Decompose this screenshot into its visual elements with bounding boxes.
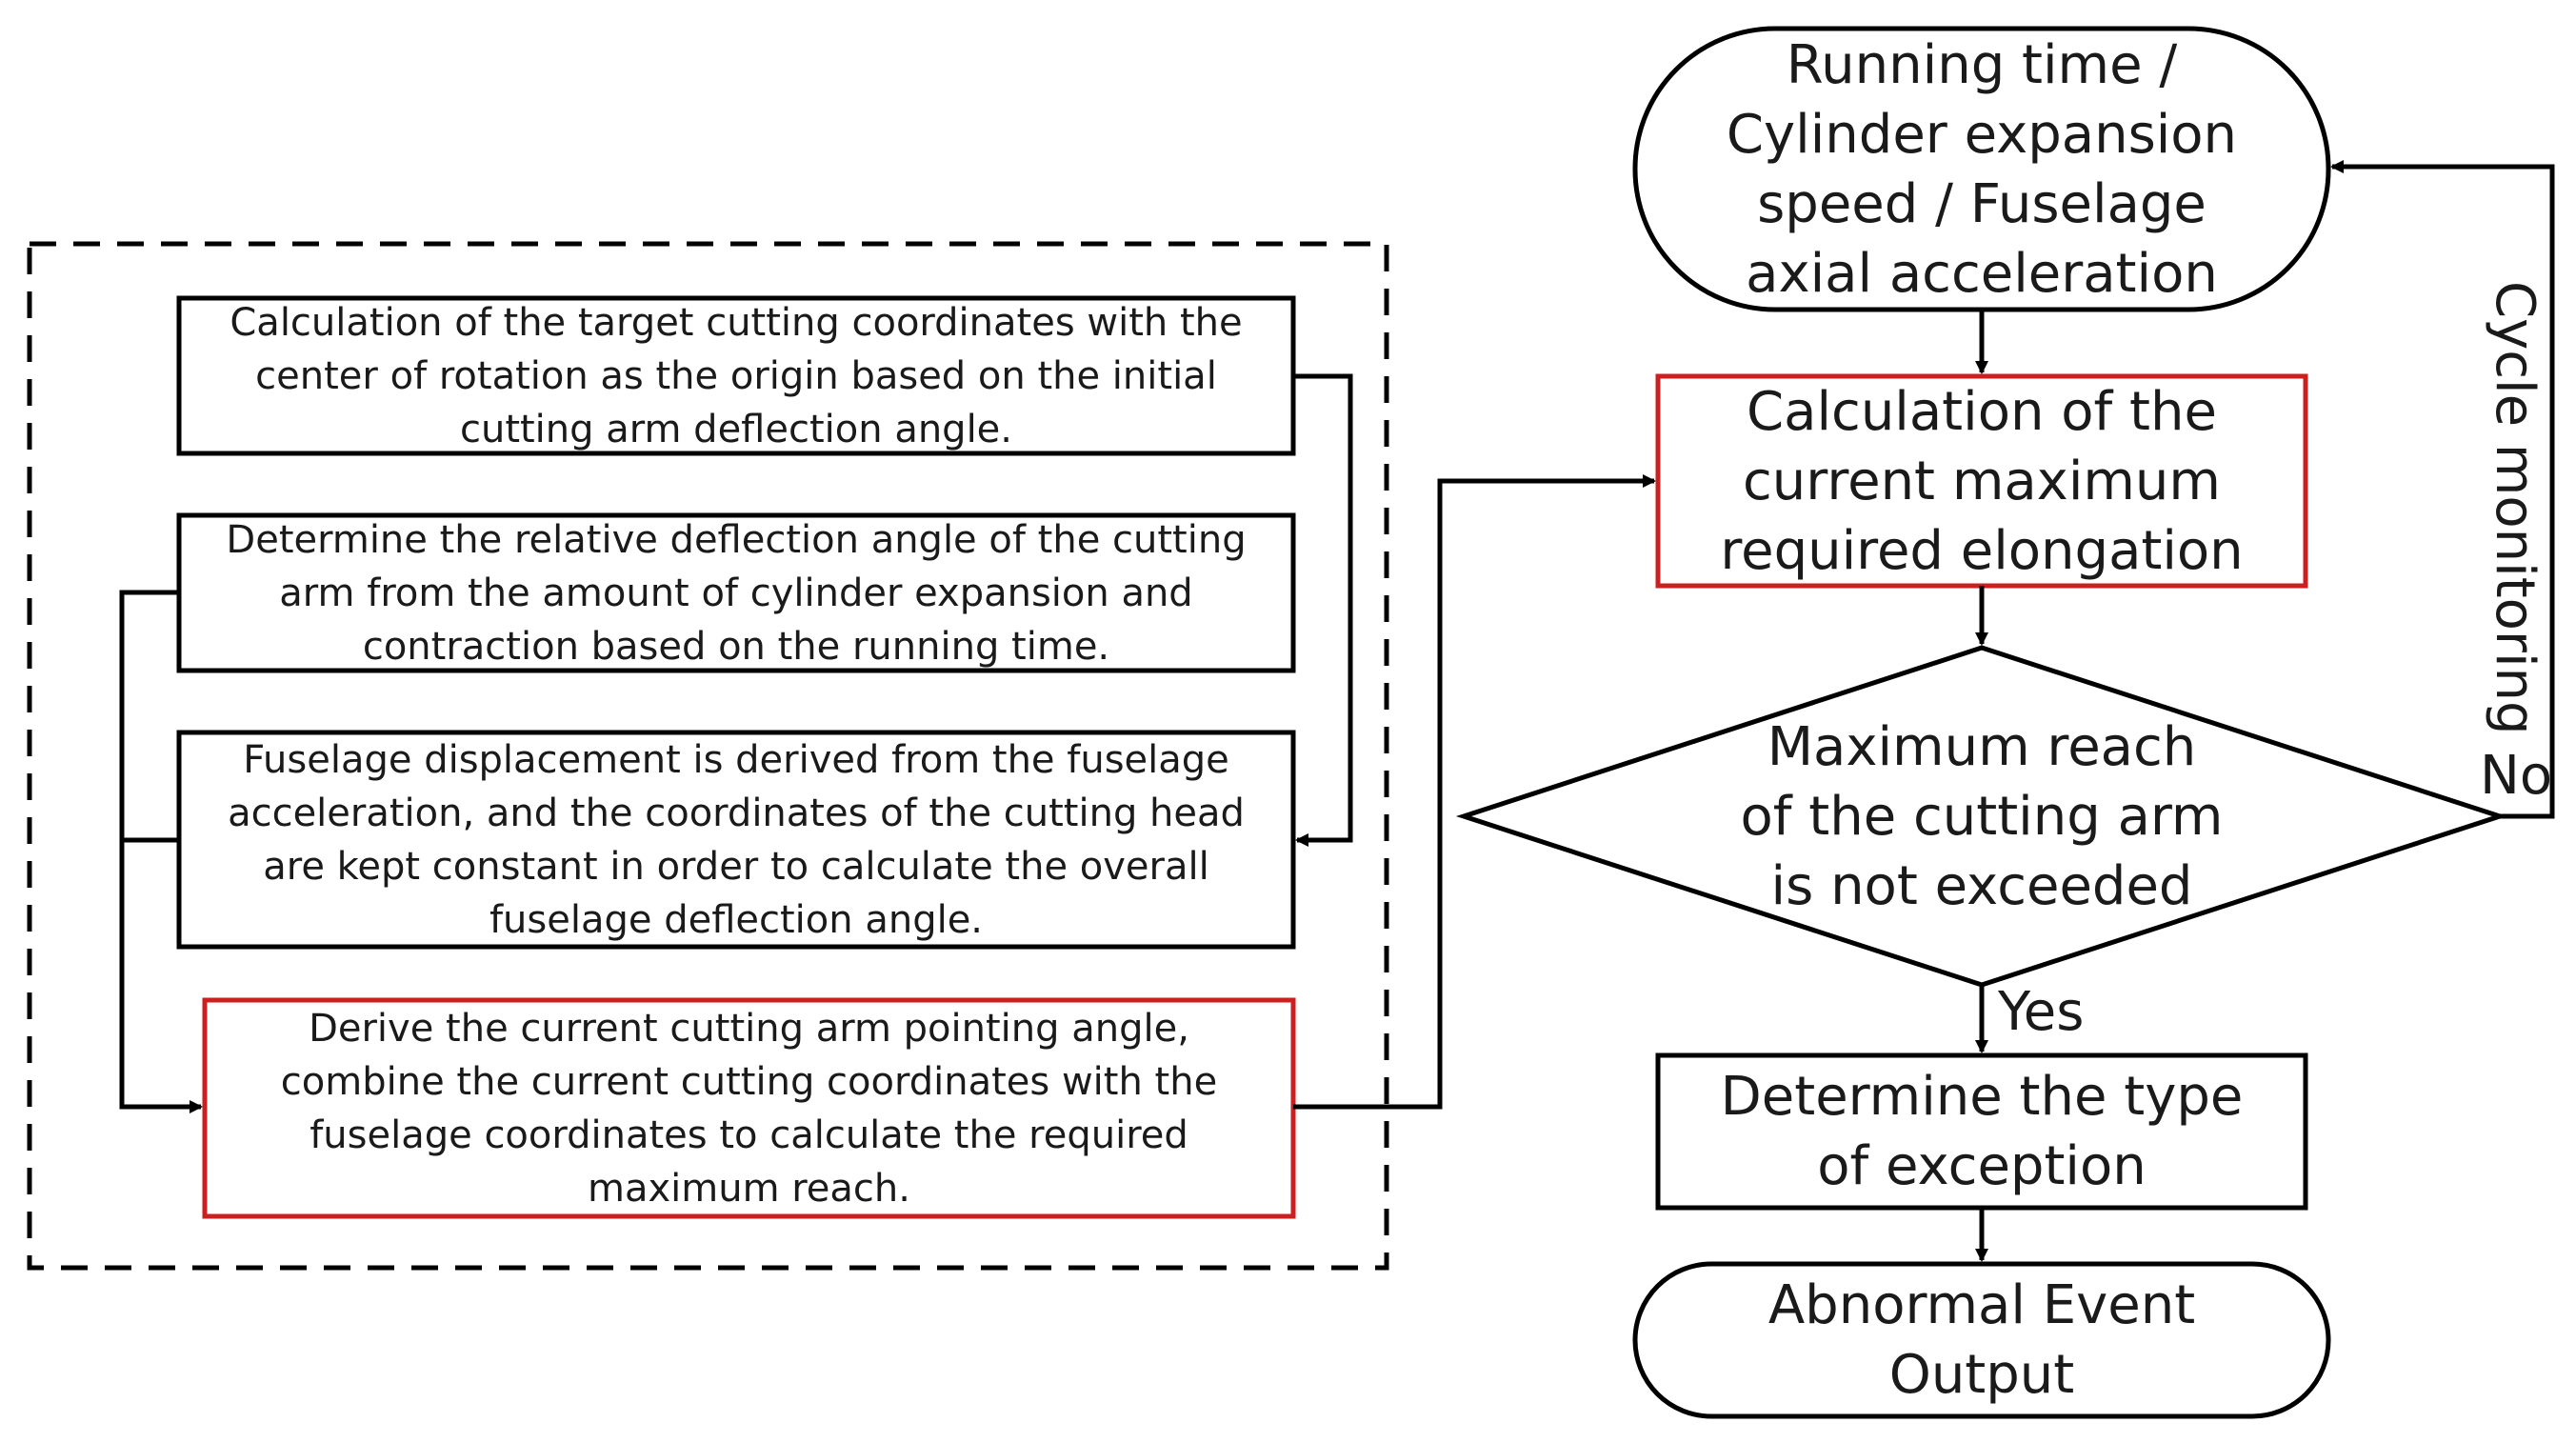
box2-left-bracket — [119, 590, 203, 1113]
calc-box-border — [1655, 373, 2308, 589]
start-terminal-text: Running time / Cylinder expansion speed … — [1726, 33, 2238, 305]
box3-text: Fuselage displacement is derived from th… — [228, 737, 1245, 942]
exception-box-border — [1655, 1052, 2308, 1211]
dashed-group-frame — [27, 241, 1389, 1271]
box1-text: Calculation of the target cutting coordi… — [230, 300, 1243, 451]
end-terminal-text: Abnormal Event Output — [1767, 1274, 2196, 1406]
calc-box-text: Calculation of the current maximum requi… — [1720, 380, 2244, 582]
box2-border — [176, 512, 1296, 673]
yes-label: Yes — [1998, 981, 2085, 1043]
cycle-monitoring-label: Cycle monitoring — [2484, 281, 2546, 735]
no-loop-connector — [2330, 160, 2555, 819]
end-terminal-shape — [1632, 1261, 2331, 1419]
no-label: No — [2480, 745, 2553, 807]
box1-border — [176, 295, 1296, 456]
exception-box-text: Determine the type of exception — [1720, 1066, 2244, 1197]
decision-text: Maximum reach of the cutting arm is not … — [1740, 715, 2224, 917]
box2-text: Determine the relative deflection angle … — [226, 517, 1247, 669]
box4-to-calc-connector — [1293, 474, 1656, 1110]
box4-text: Derive the current cutting arm pointing … — [280, 1006, 1218, 1211]
box4-border — [202, 997, 1296, 1219]
box1-to-box3-connector — [1293, 373, 1353, 847]
